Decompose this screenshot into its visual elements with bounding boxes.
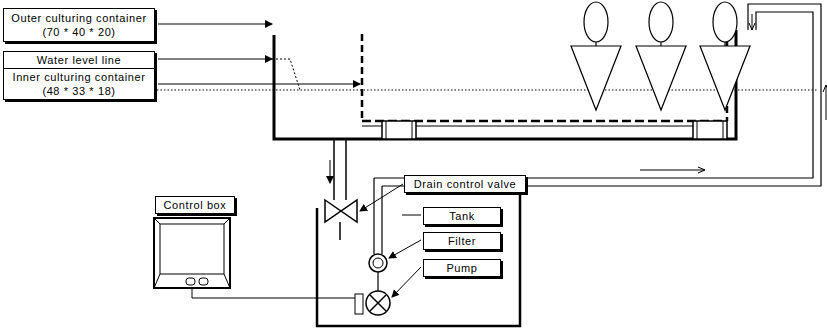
callout-text: Tank [449, 209, 475, 223]
callout-text: Water level line [37, 53, 121, 67]
drain-pipe [334, 139, 346, 240]
callout-box: Outer culturing container (70 * 40 * 20) [3, 8, 155, 42]
callout-box: Pump [423, 259, 501, 277]
leader-line [158, 59, 272, 60]
callout-box: Water level line [3, 51, 155, 69]
support-block [382, 121, 416, 139]
leader-line [272, 59, 300, 90]
callout-text: Inner culturing container (48 * 33 * 18) [9, 70, 149, 98]
leader-line [360, 184, 403, 211]
pump-socket [355, 294, 363, 314]
control-wire [192, 288, 355, 298]
callout-box: Control box [155, 196, 235, 214]
tank [317, 184, 520, 326]
callout-text: Filter [448, 234, 476, 248]
leader-line [392, 267, 421, 297]
control-box [154, 218, 230, 288]
filter [369, 254, 387, 272]
callout-text: Control box [164, 198, 227, 212]
callout-text: Drain control valve [414, 177, 517, 191]
plant-cones [571, 2, 750, 110]
callout-text: Outer culturing container (70 * 40 * 20) [9, 11, 149, 39]
pump [366, 291, 390, 315]
leader-line [389, 240, 421, 258]
inner-wall [361, 34, 364, 121]
callout-box: Tank [423, 207, 501, 225]
callout-box: Inner culturing container (48 * 33 * 18) [3, 68, 155, 100]
return-pipe [374, 4, 821, 186]
drain-valve [325, 200, 357, 222]
callout-text: Pump [446, 261, 477, 275]
callout-box: Drain control valve [404, 175, 526, 193]
callout-box: Filter [423, 232, 501, 250]
support-block [693, 121, 727, 139]
leader-line [402, 215, 421, 216]
leader-line [158, 24, 272, 25]
leader-line [158, 84, 360, 85]
